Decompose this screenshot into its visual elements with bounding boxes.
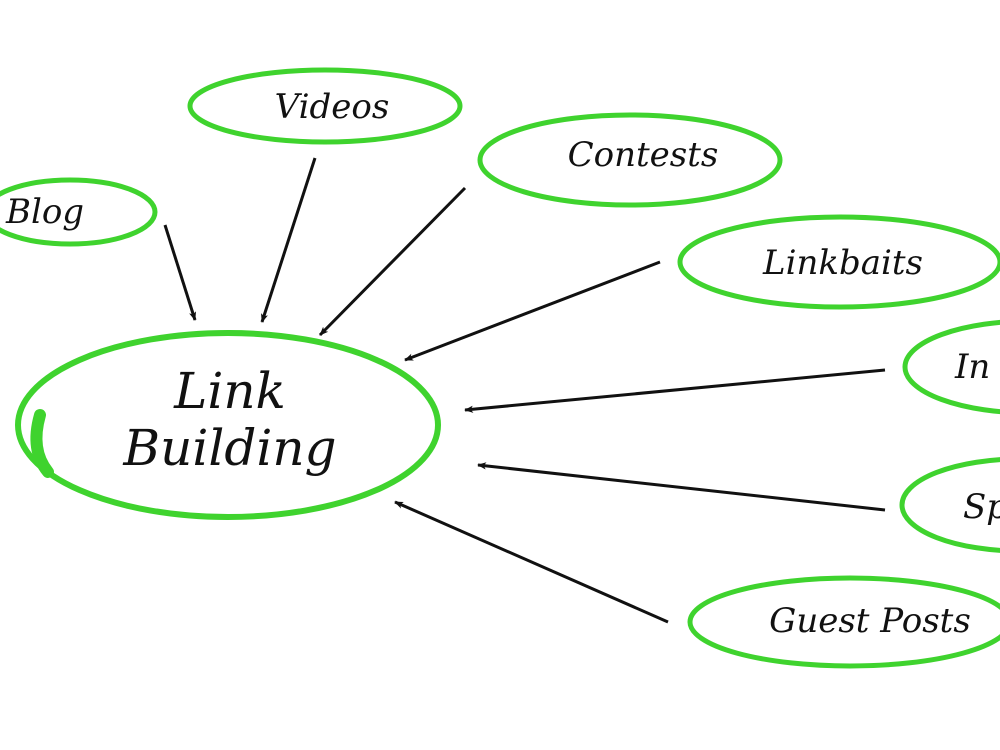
- arrow-blog: [163, 224, 197, 321]
- arrow-guest-posts: [394, 500, 669, 624]
- node-sp-ellipse: [899, 457, 1000, 553]
- arrow-in: [464, 368, 886, 413]
- node-contests-ellipse: [477, 112, 783, 208]
- center-label-line2: Building: [122, 419, 336, 477]
- center-label-line1: Link: [173, 362, 286, 420]
- node-guest-posts-label: Guest Posts: [769, 601, 971, 641]
- node-linkbaits: Linkbaits: [677, 214, 1000, 310]
- arrow-sp: [477, 462, 886, 512]
- node-contests: Contests: [477, 112, 783, 208]
- node-sp-label: Sp: [963, 487, 1000, 527]
- node-linkbaits-label: Linkbaits: [762, 243, 923, 283]
- arrow-linkbaits: [404, 260, 661, 362]
- node-blog-ellipse: [0, 177, 158, 247]
- node-in-ellipse: [902, 319, 1000, 415]
- node-linkbaits-ellipse: [677, 214, 1000, 310]
- center-ellipse-stroke-mark: [30, 409, 54, 478]
- center-ellipse: [15, 330, 441, 520]
- node-guest-posts-ellipse: [687, 575, 1000, 669]
- node-contests-label: Contests: [568, 135, 719, 175]
- node-videos-ellipse: [187, 67, 463, 145]
- node-videos-label: Videos: [275, 87, 390, 127]
- node-guest-posts: Guest Posts: [687, 575, 1000, 669]
- node-in-label: In: [954, 347, 990, 387]
- node-sp-partial: Sp: [899, 457, 1000, 553]
- node-blog-label: Blog: [5, 192, 84, 232]
- arrow-contests: [318, 186, 467, 337]
- node-in-partial: In: [902, 319, 1000, 415]
- arrow-videos: [260, 157, 317, 323]
- center-node-link-building: Link Building: [15, 330, 441, 520]
- node-videos: Videos: [187, 67, 463, 145]
- node-blog: Blog: [0, 177, 158, 247]
- arrows: [163, 157, 886, 624]
